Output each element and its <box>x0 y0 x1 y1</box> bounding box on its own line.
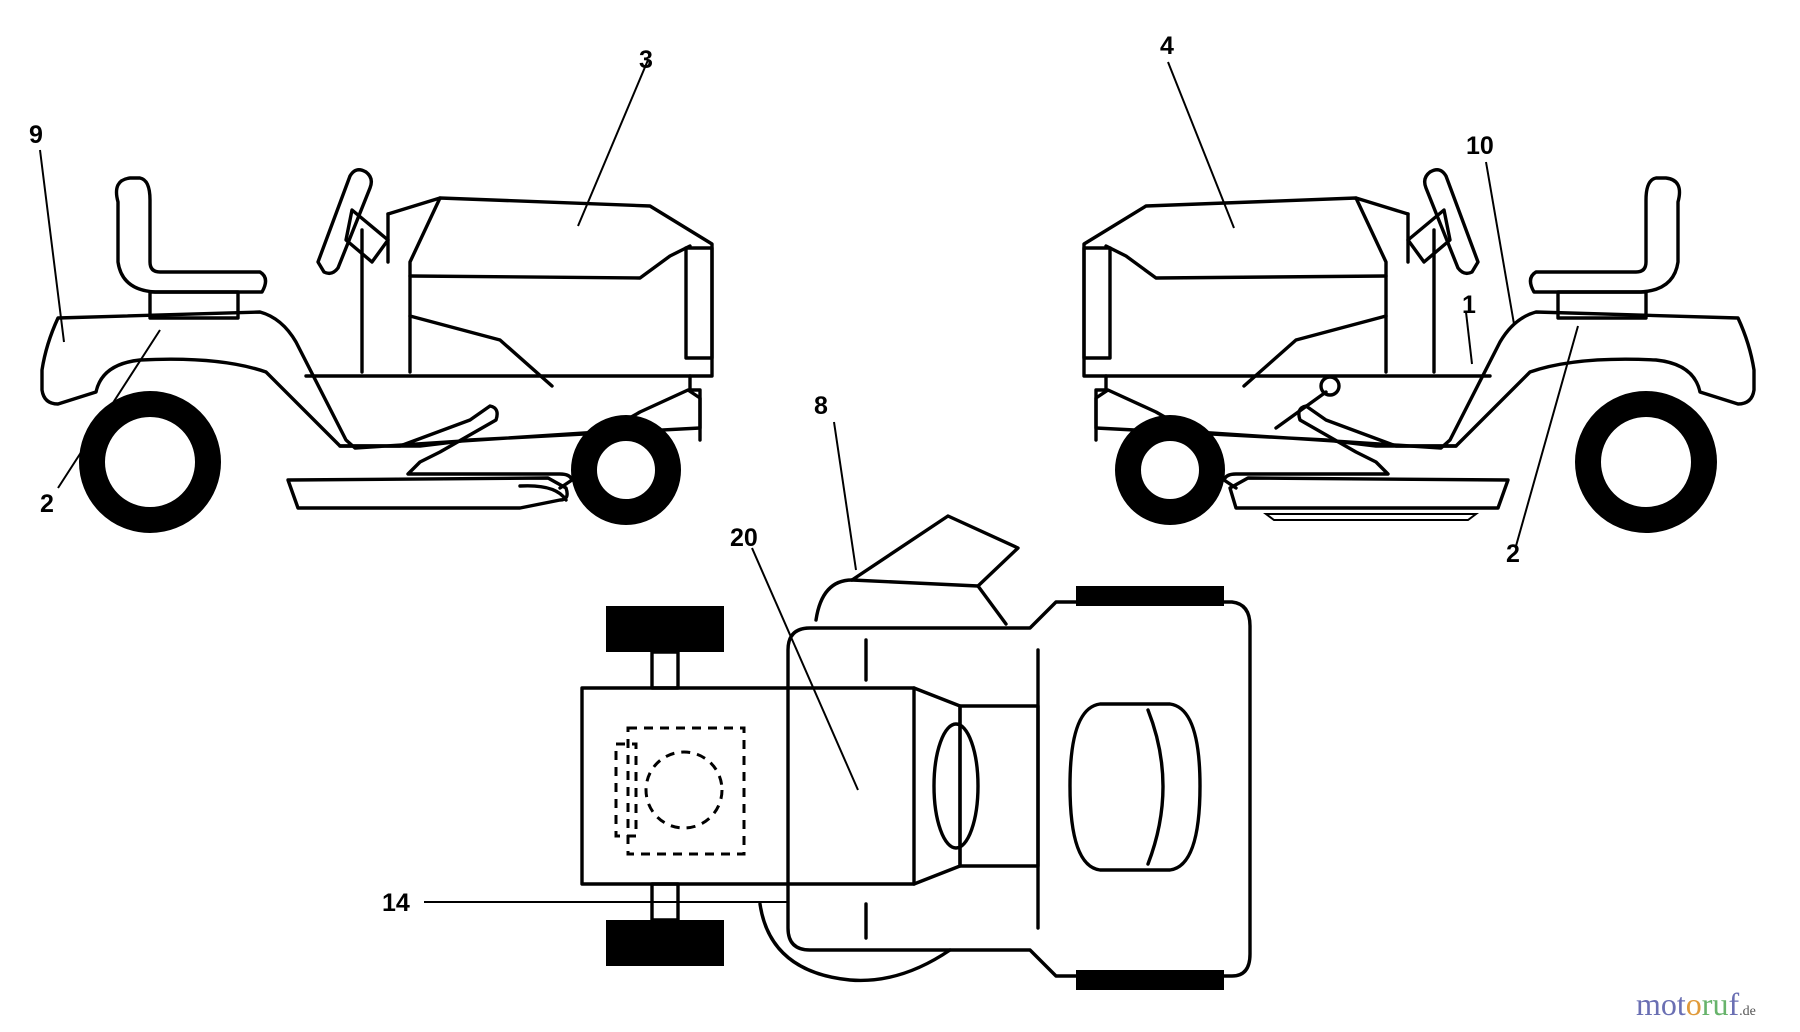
callout-left-rear: 9 <box>29 121 43 149</box>
watermark-part-5: .de <box>1739 1004 1756 1019</box>
right-tractor-side-view <box>1082 61 1756 547</box>
left-tractor-side-view <box>39 59 714 533</box>
callout-left-hood: 3 <box>639 46 653 74</box>
watermark-part-1: mot <box>1636 986 1686 1022</box>
callout-top-side: 14 <box>382 889 410 917</box>
callout-left-fender: 2 <box>40 490 54 518</box>
callout-right-rear: 10 <box>1466 132 1494 160</box>
callout-top-hood: 20 <box>730 524 758 552</box>
watermark-logo: motoruf.de <box>1636 988 1756 1028</box>
watermark-part-2: o <box>1685 986 1702 1022</box>
callout-top-chute: 8 <box>814 392 828 420</box>
callout-right-fender: 2 <box>1506 540 1520 568</box>
tractor-top-view <box>424 421 1252 990</box>
callout-right-footrest: 1 <box>1462 291 1476 319</box>
callout-right-hood: 4 <box>1160 32 1174 60</box>
watermark-part-3: ru <box>1701 986 1729 1022</box>
watermark-part-4: f <box>1728 986 1740 1022</box>
